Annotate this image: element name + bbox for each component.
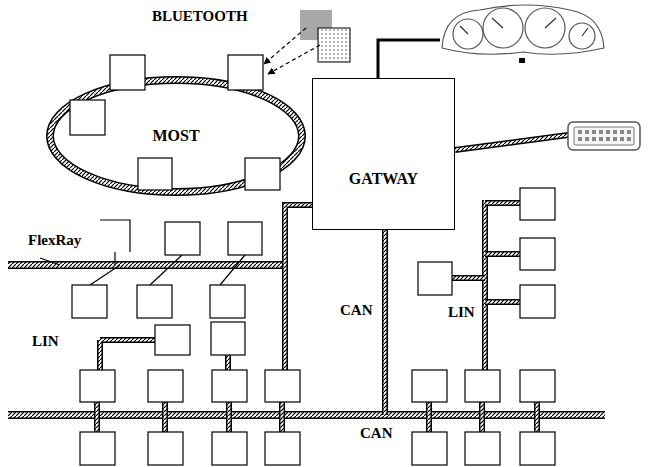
connector-pin: [578, 130, 631, 141]
bus-line: [97, 355, 537, 432]
flexray-stub: [220, 255, 245, 285]
ecu-box: [110, 55, 145, 90]
ecu-box: [80, 432, 115, 465]
bus-line: [285, 205, 312, 370]
diagnostic-connector: [568, 122, 640, 150]
ecu-box: [265, 432, 300, 465]
connector-pin: [592, 130, 596, 134]
bus-line: [482, 200, 488, 370]
instrument-cluster: [460, 18, 588, 36]
connector-pin: [592, 137, 596, 141]
connector-pin: [585, 137, 589, 141]
ecu-box: [418, 262, 452, 295]
ecu-box: [155, 325, 190, 355]
flexray-stub: [100, 220, 130, 252]
ecu-box: [148, 370, 183, 402]
bus-line: [8, 263, 285, 268]
gateway-box: GATWAY: [312, 78, 455, 230]
bus-label: LIN: [30, 333, 61, 350]
ecu-box: [212, 432, 247, 465]
ecu-box: [520, 285, 555, 318]
ecu-box: [412, 432, 447, 465]
connector-pin: [627, 137, 631, 141]
ecu-box: [165, 222, 200, 255]
ecu-box: [520, 370, 555, 402]
bus-ring: MOST: [50, 80, 302, 192]
bus-label: CAN: [338, 302, 375, 319]
dashboard-link: [378, 40, 440, 78]
instrument-cluster: [519, 58, 525, 63]
instrument-cluster: [442, 5, 604, 63]
ecu-box: [265, 370, 300, 402]
bus-line: [455, 135, 568, 150]
ecu-box: [520, 188, 555, 220]
flexray-stub: [90, 265, 120, 285]
bus-line: [285, 205, 312, 370]
bus-line: [452, 203, 520, 302]
node-label: MOST: [152, 127, 199, 145]
connector-pin: [620, 137, 624, 141]
bus-line: [100, 340, 155, 370]
ecu-box: [70, 100, 105, 135]
ring-outline: [50, 80, 302, 192]
ecu-box: [520, 432, 555, 465]
connector-pin: [585, 130, 589, 134]
ecu-box: [520, 238, 555, 270]
ecu-box: [465, 432, 500, 465]
connector-pin: [620, 130, 624, 134]
ecu-box: [245, 158, 280, 190]
connector-pin: [613, 130, 617, 134]
connector-pin: [578, 130, 582, 134]
bus-line: [100, 340, 155, 370]
bus-line: [97, 355, 537, 432]
ecu-box: [211, 322, 245, 355]
ecu-box: [210, 285, 245, 318]
ecu-box: [212, 370, 247, 402]
bus-label: FlexRay: [26, 232, 83, 249]
connector-pin: [578, 137, 582, 141]
ecu-box: [137, 285, 172, 318]
ecu-box: [228, 55, 263, 90]
bus-line: [455, 135, 568, 150]
connector-pin: [606, 137, 610, 141]
ecu-box: [412, 370, 447, 402]
bus-line: [452, 203, 520, 302]
bus-line: [484, 200, 487, 370]
instrument-cluster: [442, 5, 604, 54]
flexray-stub: [40, 220, 245, 285]
ecu-box: [148, 432, 183, 465]
ring-outline: [50, 80, 302, 192]
diagnostic-connector: [568, 122, 640, 150]
bus-line: [8, 261, 285, 269]
connector-pin: [606, 130, 610, 134]
ecu-box: [72, 285, 107, 318]
ecu-box: [228, 222, 262, 255]
connector-pin: [599, 130, 603, 134]
bus-label: LIN: [446, 304, 477, 321]
ecu-box: [80, 370, 115, 402]
bluetooth-module: [268, 45, 320, 74]
node-label: GATWAY: [349, 170, 418, 188]
connector-pin: [627, 130, 631, 134]
diagnostic-connector: [574, 127, 634, 145]
flexray-stub: [40, 258, 60, 265]
ecu-box: [138, 158, 172, 190]
connector-pin: [613, 137, 617, 141]
bluetooth-module: [264, 28, 306, 64]
connector-pin: [599, 137, 603, 141]
dashboard-link: [378, 40, 440, 78]
bus-line: [384, 230, 387, 415]
flexray-stub: [150, 255, 182, 285]
ecu-box: [465, 370, 500, 402]
bus-line: [382, 230, 388, 415]
bus-label: CAN: [358, 425, 395, 442]
flexray-stub: [114, 252, 115, 265]
bluetooth-module: [264, 10, 350, 74]
module-label: BLUETOOTH: [150, 8, 250, 25]
bluetooth-module: [318, 28, 350, 62]
